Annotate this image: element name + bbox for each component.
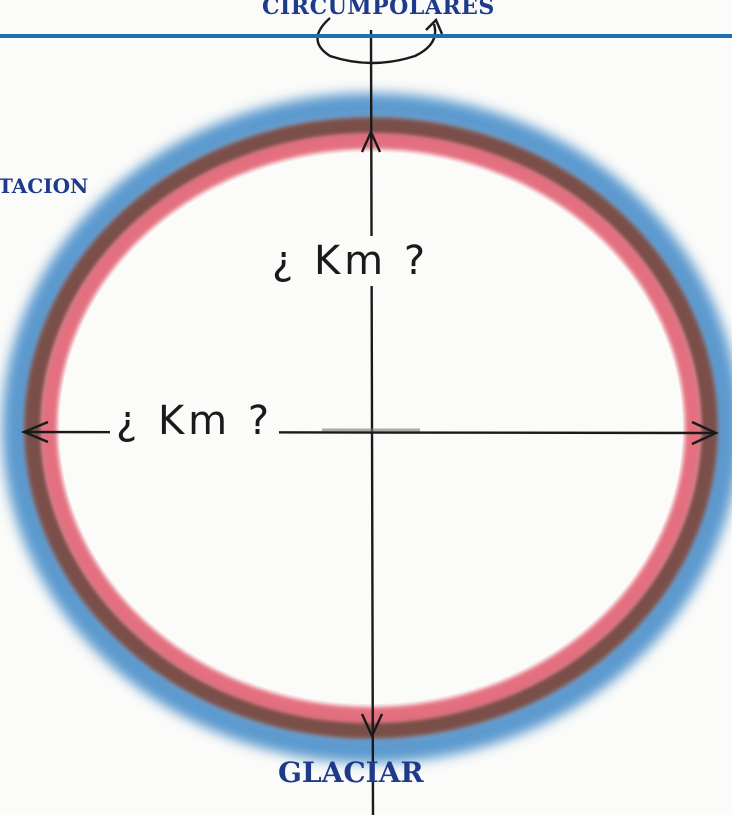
vertical-distance-label: ¿ Km ? <box>266 236 436 286</box>
arrow-down-icon <box>360 713 384 739</box>
arrow-left-icon <box>20 420 49 444</box>
arrow-right-icon <box>691 420 719 446</box>
header-rule <box>0 34 732 38</box>
vertical-axis <box>369 29 375 815</box>
rotation-arrow-icon <box>316 17 444 65</box>
arrow-up-icon <box>360 129 382 153</box>
label-circumpolares: CIRCUMPOLARES <box>262 0 495 20</box>
label-glaciar: GLACIAR <box>278 756 424 789</box>
label-rotacion: TACION <box>0 174 89 198</box>
horizontal-distance-label: ¿ Km ? <box>110 396 280 446</box>
